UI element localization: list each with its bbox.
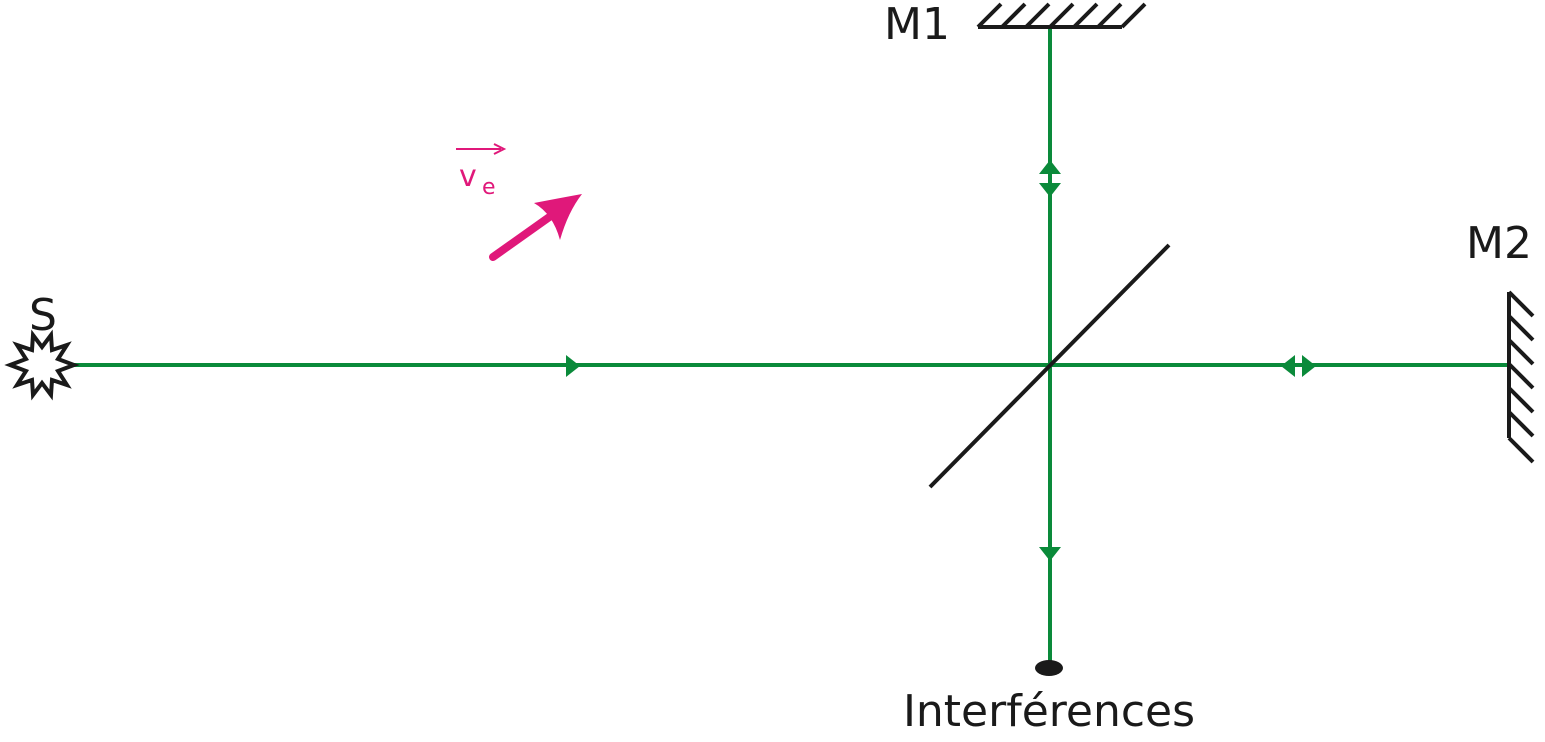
beam-arrowheads: [566, 160, 1316, 561]
mirror-m1-label: M1: [884, 0, 950, 50]
arrowhead-down-icon: [1039, 183, 1061, 197]
light-beams: [62, 28, 1508, 664]
velocity-label-subscript: e: [482, 175, 496, 200]
mirror-m2-label: M2: [1466, 218, 1532, 269]
mirror-m1: [976, 2, 1147, 29]
arrowhead-right-icon: [566, 355, 580, 377]
velocity-label-main: v: [459, 159, 477, 194]
detector-label: Interférences: [903, 686, 1195, 737]
source-label: S: [29, 290, 57, 341]
mirror-m2: [1507, 290, 1535, 464]
arrowhead-right-icon: [1302, 355, 1316, 377]
arrowhead-up-icon: [1039, 160, 1061, 174]
velocity-vector: [489, 194, 582, 261]
arrowhead-icon: [534, 194, 582, 240]
arrowhead-down-icon: [1039, 547, 1061, 561]
arrowhead-left-icon: [1281, 355, 1295, 377]
arrow-icon: [489, 209, 559, 261]
beam-splitter: [928, 243, 1171, 489]
vector-arrowhead-icon: [493, 143, 507, 155]
starburst-icon: [4, 329, 80, 401]
dot-icon: [1035, 660, 1063, 676]
velocity-label: v e: [456, 143, 507, 200]
